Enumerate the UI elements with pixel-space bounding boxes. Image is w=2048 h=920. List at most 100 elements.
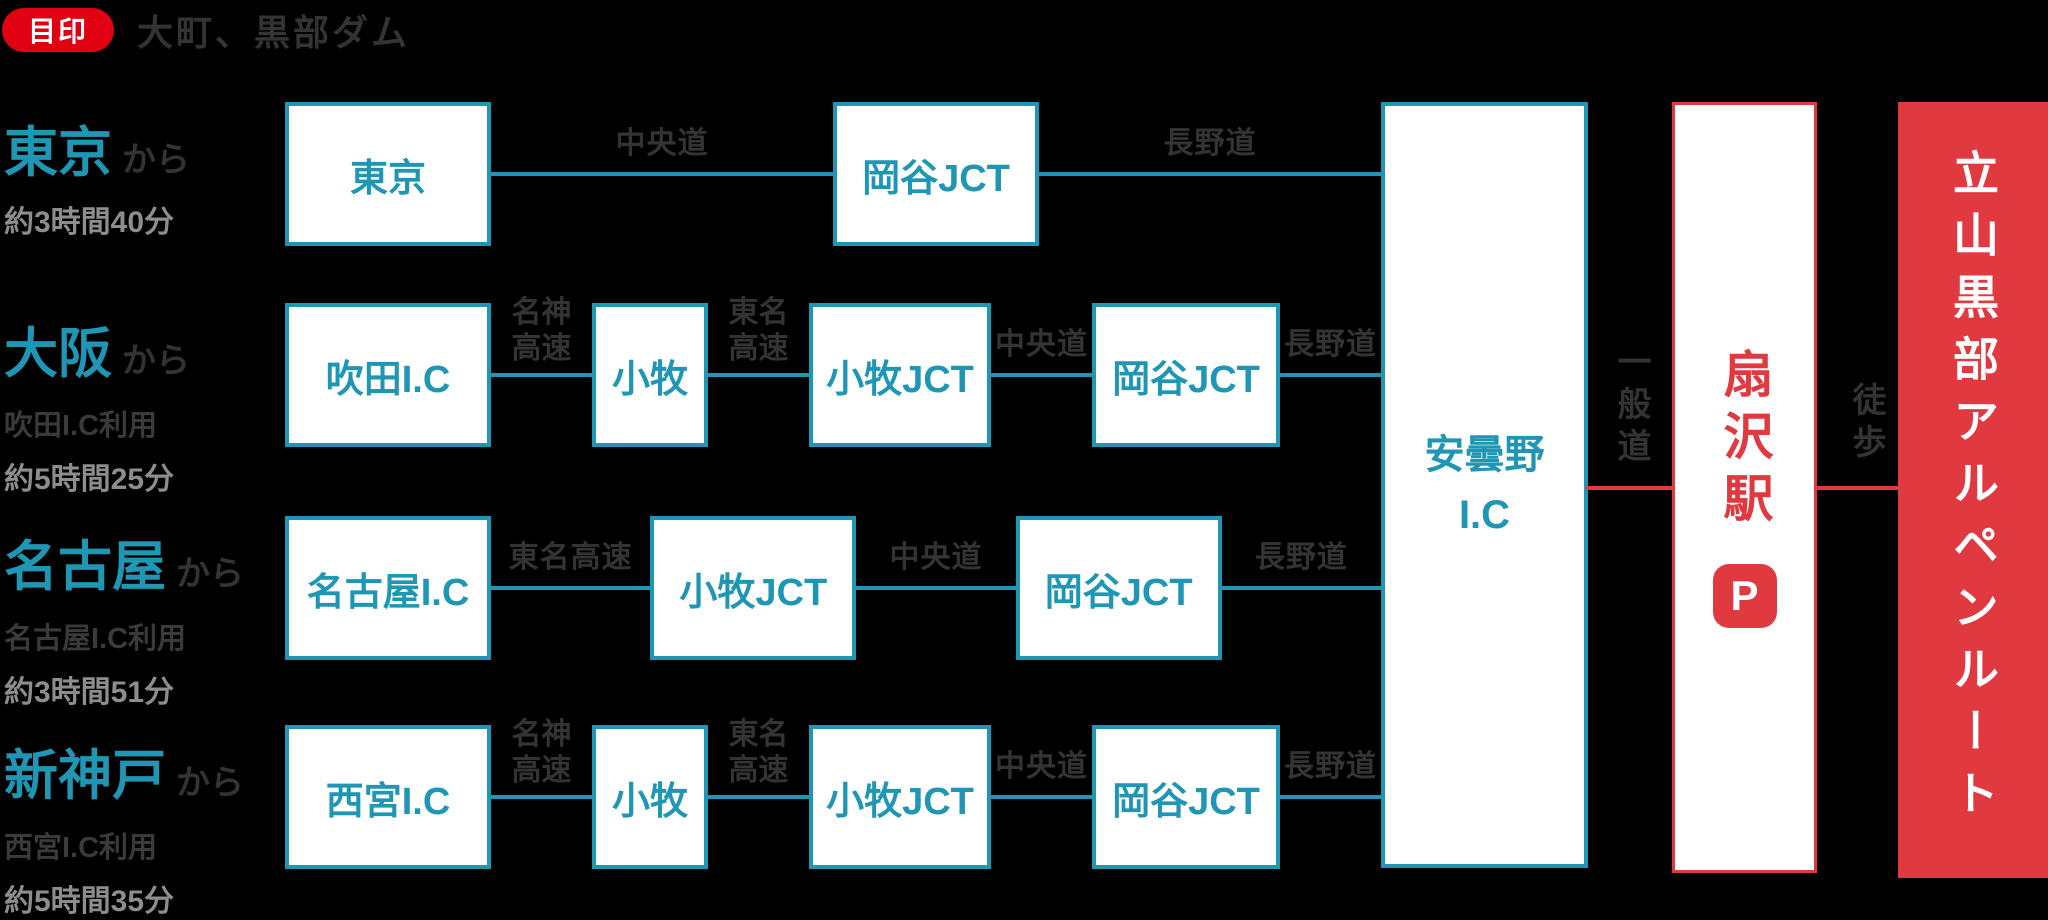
origin-shinkobe: 新神戸から 西宮I.C利用 約5時間35分: [4, 731, 276, 920]
origin-osaka: 大阪から 吹田I.C利用 約5時間25分: [4, 309, 276, 498]
station-name: 扇沢駅: [1716, 347, 1773, 534]
route-node: 岡谷JCT: [833, 102, 1039, 246]
route-track: 西宮I.C 名神高速 小牧 東名高速 小牧JCT 中央道 岡谷JCT 長野道: [285, 718, 1384, 869]
edge-line: [1277, 795, 1384, 799]
route-row-nagoya: 名古屋から 名古屋I.C利用 約3時間51分 名古屋I.C 東名高速 小牧JCT…: [0, 516, 1384, 709]
edge-line: [488, 172, 836, 176]
edge-line: [1036, 172, 1384, 176]
route-row-osaka: 大阪から 吹田I.C利用 約5時間25分 吹田I.C 名神高速 小牧 東名高速 …: [0, 296, 1384, 496]
origin-city: 新神戸: [4, 746, 166, 806]
route-node-label: 小牧JCT: [826, 358, 974, 401]
route-edge: 中央道: [988, 303, 1095, 447]
route-edge: 名神高速: [488, 296, 595, 447]
road-label: 中央道: [889, 541, 983, 574]
route-node-label: 小牧JCT: [679, 571, 828, 614]
route-node-label: 吹田I.C: [325, 358, 451, 401]
origin-via: 西宮I.C利用: [4, 832, 158, 864]
route-node-label: 小牧: [611, 358, 688, 401]
origin-duration: 約5時間25分: [4, 463, 175, 496]
road-label: 中央道: [995, 750, 1088, 783]
road-label: 長野道: [1163, 127, 1257, 160]
road-label: 長野道: [1254, 541, 1348, 574]
edge-line: [488, 795, 595, 799]
route-edge: 長野道: [1277, 725, 1384, 869]
parking-icon: P: [1712, 563, 1777, 628]
route-track: 東京 中央道 岡谷JCT 長野道: [285, 102, 1384, 246]
origin-suffix: から: [122, 342, 190, 380]
route-node-label: 西宮I.C: [325, 780, 451, 823]
route-node: 名古屋I.C: [285, 516, 491, 660]
edge-line: [705, 795, 812, 799]
origin-line: 新神戸から: [4, 731, 276, 810]
origin-suffix: から: [176, 764, 244, 802]
route-edge: 中央道: [488, 102, 836, 246]
route-node: 小牧JCT: [809, 725, 991, 869]
edge-line: [988, 795, 1095, 799]
landmark-badge: 目印: [2, 8, 114, 52]
route-node-label: 小牧JCT: [826, 780, 974, 823]
destination-name: 立山黒部アルペンルート: [1947, 149, 1999, 831]
origin-line: 大阪から: [4, 309, 276, 388]
edge-line: [488, 373, 595, 377]
destination-box-alpen-route: 立山黒部アルペンルート: [1898, 102, 2048, 878]
station-box-ogizawa: 扇沢駅 P: [1672, 102, 1817, 873]
landmark-text: 大町、黒部ダム: [137, 12, 411, 53]
route-node-label: 岡谷JCT: [1044, 571, 1193, 614]
route-edge: 中央道: [988, 725, 1095, 869]
origin-suffix: から: [122, 141, 190, 179]
origin-city: 東京: [4, 123, 112, 183]
route-node-label: 小牧: [611, 780, 688, 823]
route-edge: 名神高速: [488, 718, 595, 869]
hub-box-azumino-ic: 安曇野 I.C: [1381, 102, 1588, 868]
road-label: 中央道: [995, 328, 1088, 361]
route-row-tokyo: 東京から 約3時間40分 東京 中央道 岡谷JCT 長野道: [0, 102, 1384, 246]
origin-city: 名古屋: [4, 537, 166, 597]
route-node-label: 東京: [349, 157, 426, 200]
origin-city: 大阪: [4, 324, 112, 384]
road-label: 東名高速: [508, 541, 633, 574]
route-node: 岡谷JCT: [1092, 303, 1280, 447]
route-node: 吹田I.C: [285, 303, 491, 447]
edge-line: [853, 586, 1019, 590]
origin-tokyo: 東京から 約3時間40分: [4, 108, 276, 241]
hub-label-line2: I.C: [1458, 493, 1511, 537]
route-node: 小牧: [592, 303, 708, 447]
edge-line: [705, 373, 812, 377]
edge-line: [488, 586, 654, 590]
edge-line: [1218, 586, 1384, 590]
origin-duration: 約5時間35分: [4, 885, 175, 918]
general-road-label: 一般道: [1612, 344, 1650, 470]
route-node-label: 岡谷JCT: [1112, 358, 1260, 401]
route-edge: 東名高速: [488, 516, 654, 660]
route-row-shinkobe: 新神戸から 西宮I.C利用 約5時間35分 西宮I.C 名神高速 小牧 東名高速…: [0, 718, 1384, 918]
edge-line: [988, 373, 1095, 377]
road-label: 長野道: [1284, 328, 1377, 361]
route-node: 西宮I.C: [285, 725, 491, 869]
hub-label-line1: 安曇野: [1424, 433, 1545, 477]
origin-via: 吹田I.C利用: [4, 410, 158, 442]
road-label: 名神高速: [511, 296, 572, 365]
route-node: 岡谷JCT: [1092, 725, 1280, 869]
road-label: 中央道: [615, 127, 709, 160]
origin-suffix: から: [176, 555, 244, 593]
route-node: 小牧JCT: [809, 303, 991, 447]
route-edge: 長野道: [1277, 303, 1384, 447]
road-label: 長野道: [1284, 750, 1377, 783]
connector-general-road: [1586, 486, 1676, 490]
route-node-label: 岡谷JCT: [862, 157, 1010, 200]
route-node-label: 名古屋I.C: [306, 571, 470, 614]
origin-line: 東京から: [4, 108, 276, 187]
route-node: 東京: [285, 102, 491, 246]
origin-nagoya: 名古屋から 名古屋I.C利用 約3時間51分: [4, 522, 276, 711]
route-node-label: 岡谷JCT: [1112, 780, 1260, 823]
route-edge: 東名高速: [705, 718, 812, 869]
walk-label: 徒歩: [1847, 382, 1885, 466]
route-node: 小牧JCT: [650, 516, 857, 660]
origin-via: 名古屋I.C利用: [4, 623, 187, 655]
origin-duration: 約3時間51分: [4, 676, 175, 709]
route-node: 小牧: [592, 725, 708, 869]
route-node: 岡谷JCT: [1015, 516, 1222, 660]
route-track: 吹田I.C 名神高速 小牧 東名高速 小牧JCT 中央道 岡谷JCT 長野道: [285, 296, 1384, 447]
road-label: 東名高速: [728, 296, 789, 365]
origin-duration: 約3時間40分: [4, 206, 175, 239]
